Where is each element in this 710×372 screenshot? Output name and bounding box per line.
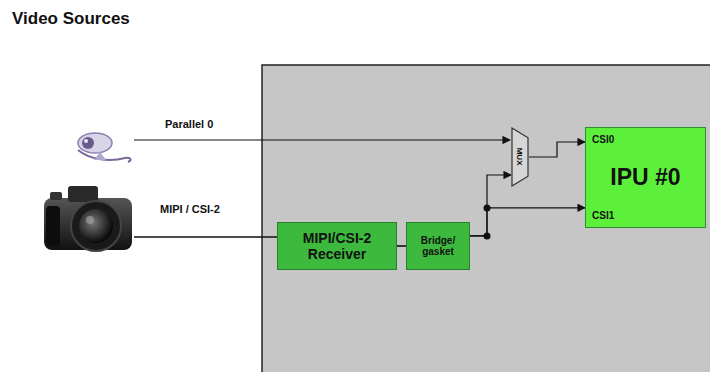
parallel-wire	[134, 139, 510, 140]
mipi-wire	[134, 236, 277, 238]
ipu-box: CSI0IPU #0 CSI1	[585, 127, 706, 228]
node-text: CSI0	[592, 134, 614, 146]
node-text: IPU #0	[610, 164, 680, 190]
chip-panel	[262, 65, 710, 372]
node-text: MIPI/CSI-2 Receiver	[283, 230, 391, 262]
mux-shape	[512, 128, 528, 186]
receiver-box: MIPI/CSI-2 Receiver	[277, 222, 397, 270]
signal-label: MIPI / CSI-2	[160, 203, 220, 215]
node-text: MUX	[515, 148, 524, 166]
node-text: Bridge/ gasket	[412, 235, 464, 258]
node-text: CSI1	[592, 210, 614, 222]
diagram-title: Video Sources	[12, 9, 130, 29]
signal-connector	[470, 208, 585, 236]
signal-label: Parallel 0	[165, 118, 213, 130]
signal-connector	[470, 175, 511, 236]
camera-icon	[44, 186, 132, 251]
signal-connector	[529, 142, 585, 157]
mux-trapezoid: MUX	[511, 127, 529, 187]
webcam-icon	[78, 133, 131, 162]
signal-connector	[397, 245, 406, 247]
bridge-box: Bridge/ gasket	[406, 222, 470, 270]
